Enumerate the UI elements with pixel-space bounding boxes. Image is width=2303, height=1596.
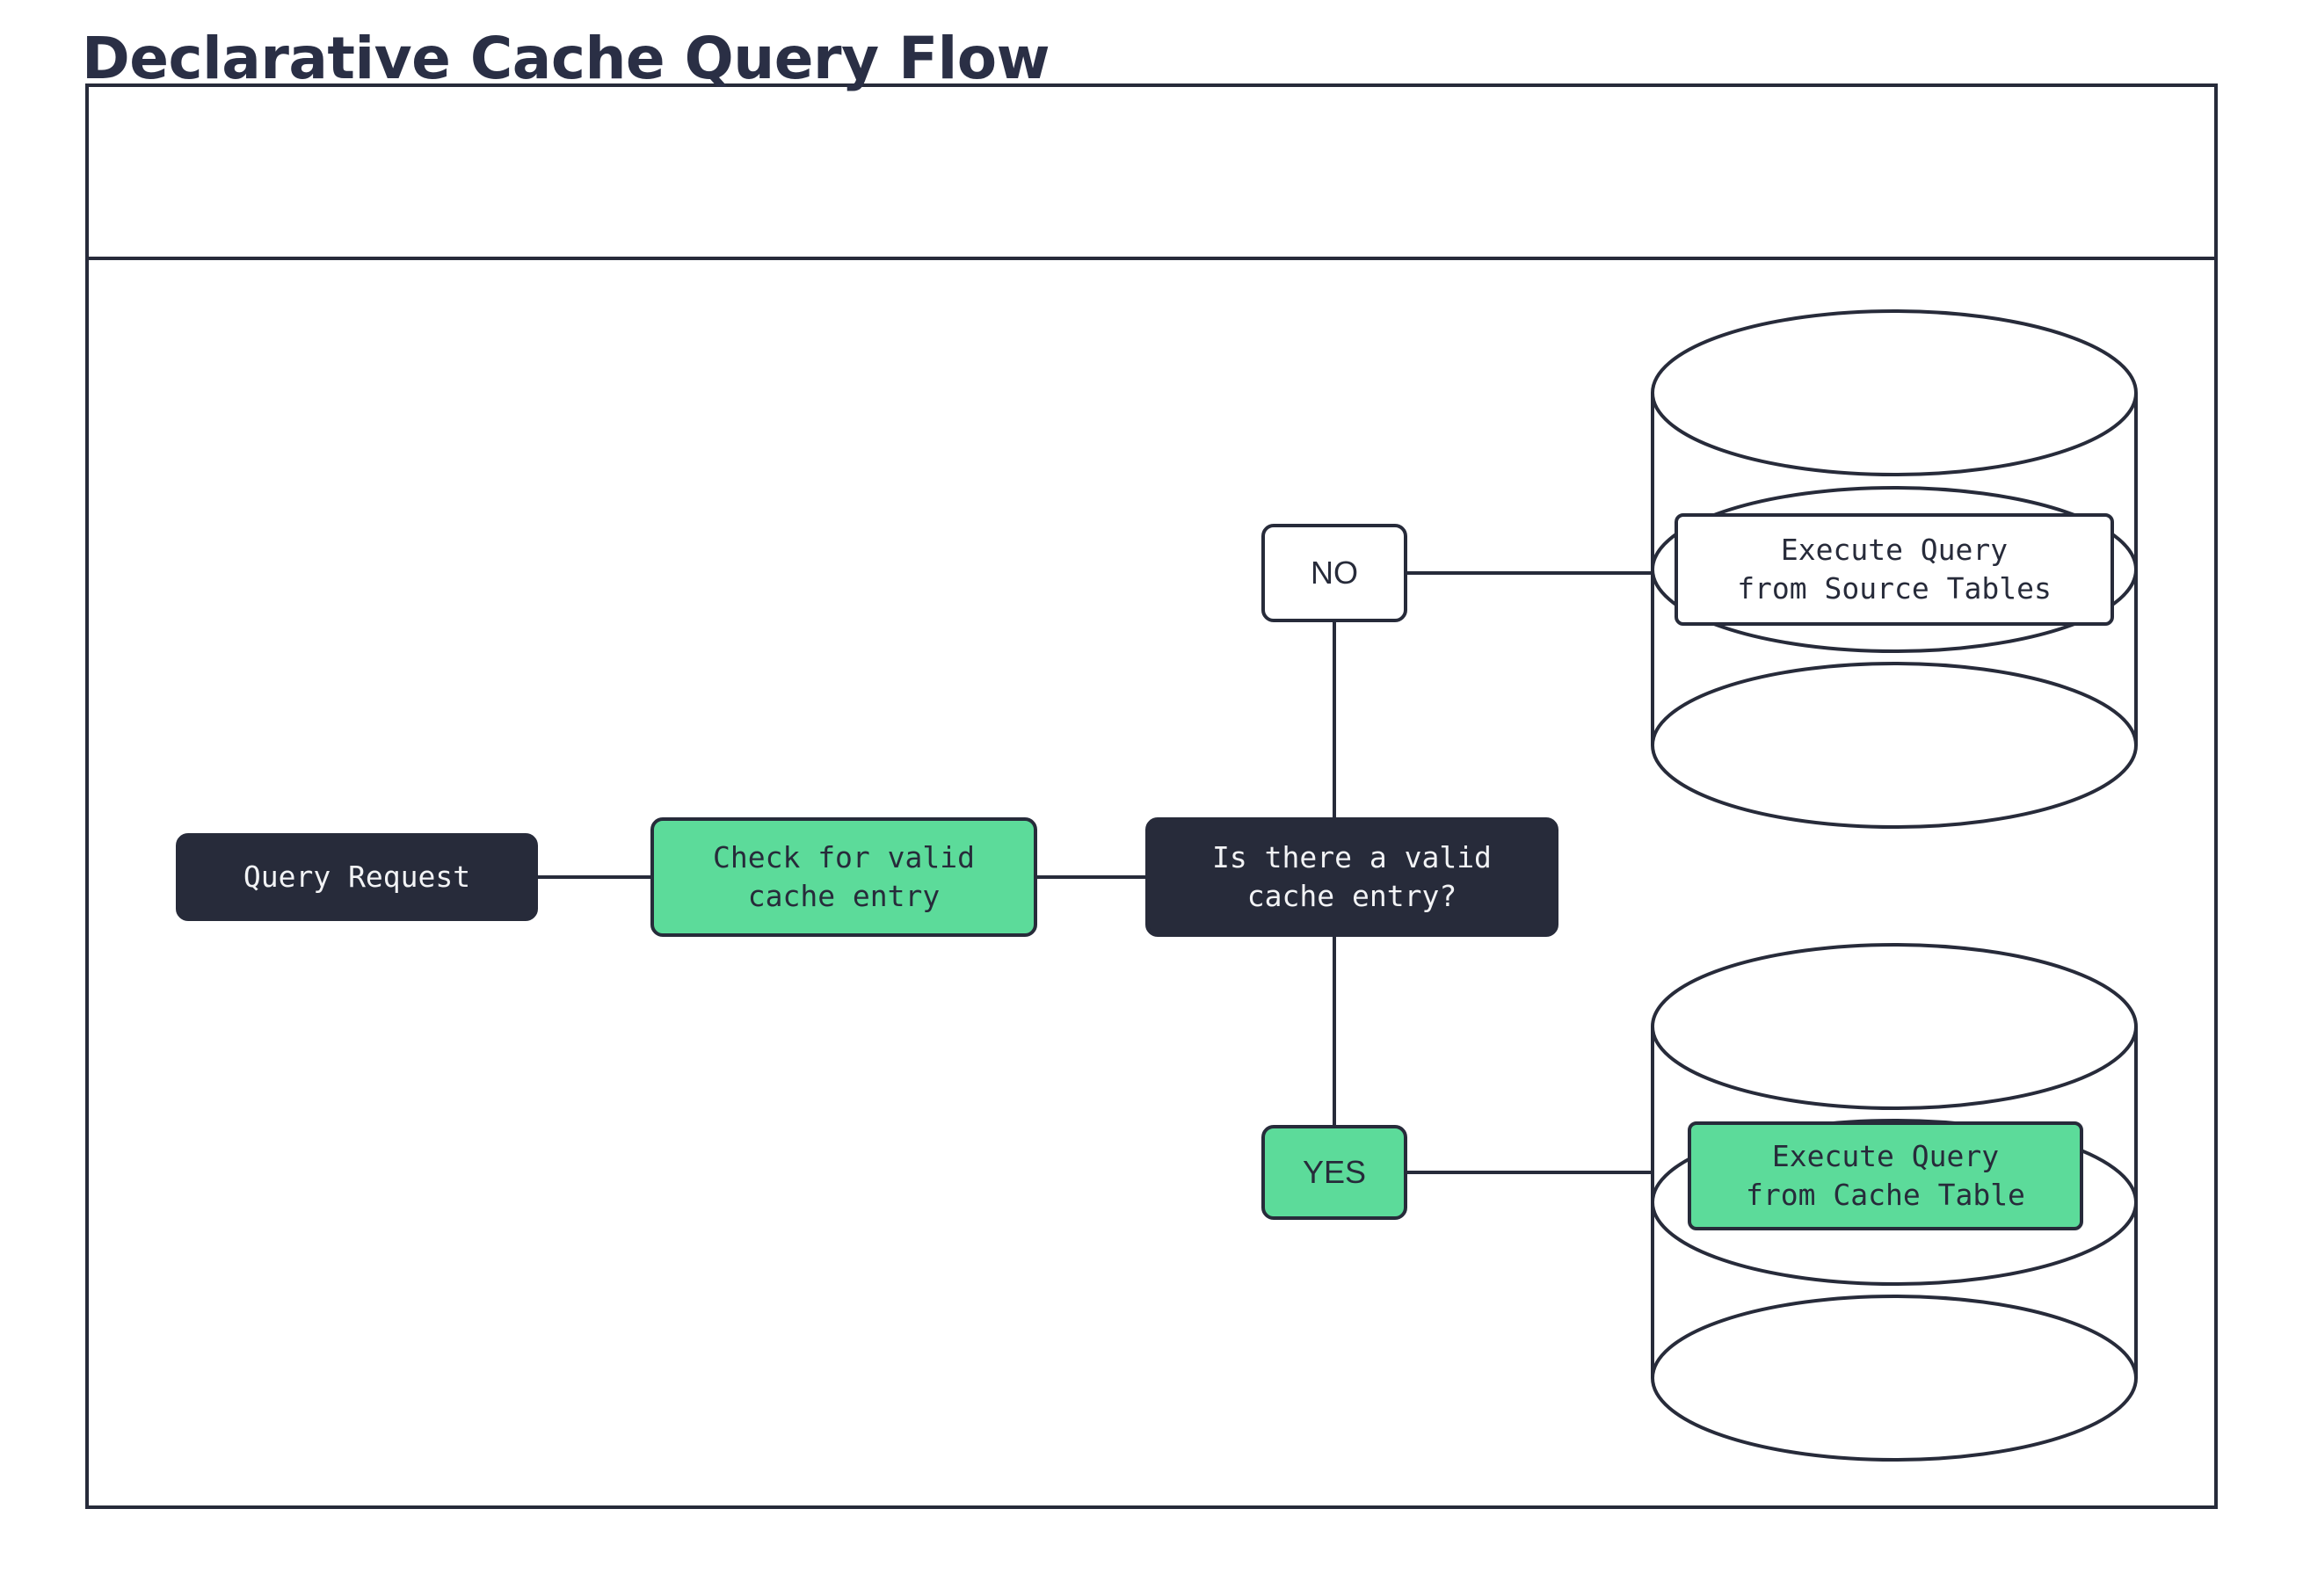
page-title: Declarative Cache Query Flow xyxy=(82,25,1050,92)
node-execute-query-from-cache-table[interactable]: Execute Query from Cache Table xyxy=(1688,1121,2083,1230)
node-execute-query-from-source-tables[interactable]: Execute Query from Source Tables xyxy=(1675,513,2114,626)
database-cylinder-cache xyxy=(1651,943,2138,1462)
branch-label-no[interactable]: NO xyxy=(1261,524,1407,622)
branch-label-yes[interactable]: YES xyxy=(1261,1125,1407,1220)
database-cylinder-source xyxy=(1651,309,2138,829)
title-bar xyxy=(89,87,2214,260)
node-query-request[interactable]: Query Request xyxy=(176,833,538,921)
diagram-frame xyxy=(85,83,2218,1509)
node-check-for-valid-cache-entry[interactable]: Check for valid cache entry xyxy=(650,817,1037,937)
node-decision-valid-cache-entry[interactable]: Is there a valid cache entry? xyxy=(1145,817,1558,937)
